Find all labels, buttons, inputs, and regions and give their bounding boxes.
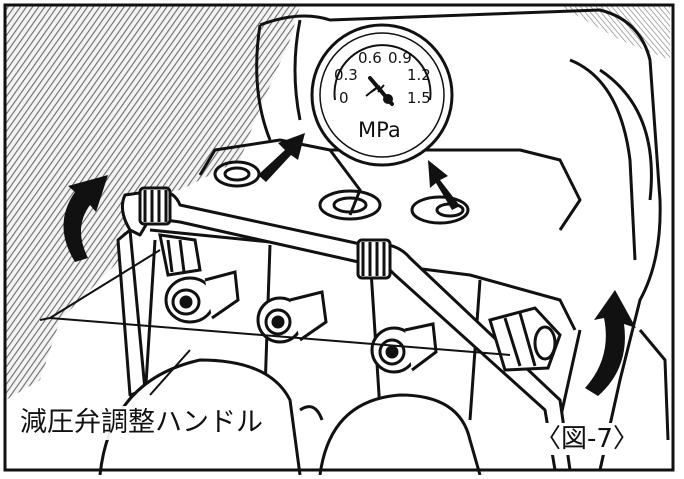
leader-lines [39, 249, 511, 396]
pressure-gauge: 0 0.3 0.6 0.9 1.2 1.5 MPa [310, 23, 454, 167]
rotate-arrow-icon-left [63, 175, 108, 262]
gauge-tick-0: 0 [339, 89, 349, 107]
background-texture [6, 6, 300, 400]
gauge-tick-0-6: 0.6 [358, 49, 382, 67]
arrow-icon-right [428, 160, 460, 210]
gauge-unit: MPa [358, 118, 401, 142]
regulator-handle-caption: 減圧弁調整ハンドル [18, 406, 265, 440]
gauge-tick-0-9: 0.9 [388, 49, 412, 67]
rotate-arrow-icon-right [585, 290, 636, 396]
gauge-tick-1-5: 1.5 [407, 89, 431, 107]
top-ports [213, 160, 470, 225]
gauge-tick-1-2: 1.2 [407, 66, 431, 84]
background-texture-right [560, 6, 670, 60]
figure-frame [3, 3, 675, 472]
arrow-icon-left [258, 133, 305, 182]
gauge-tick-0-3: 0.3 [334, 66, 358, 84]
figure-number-label: 〈図-7〉 [531, 423, 643, 455]
